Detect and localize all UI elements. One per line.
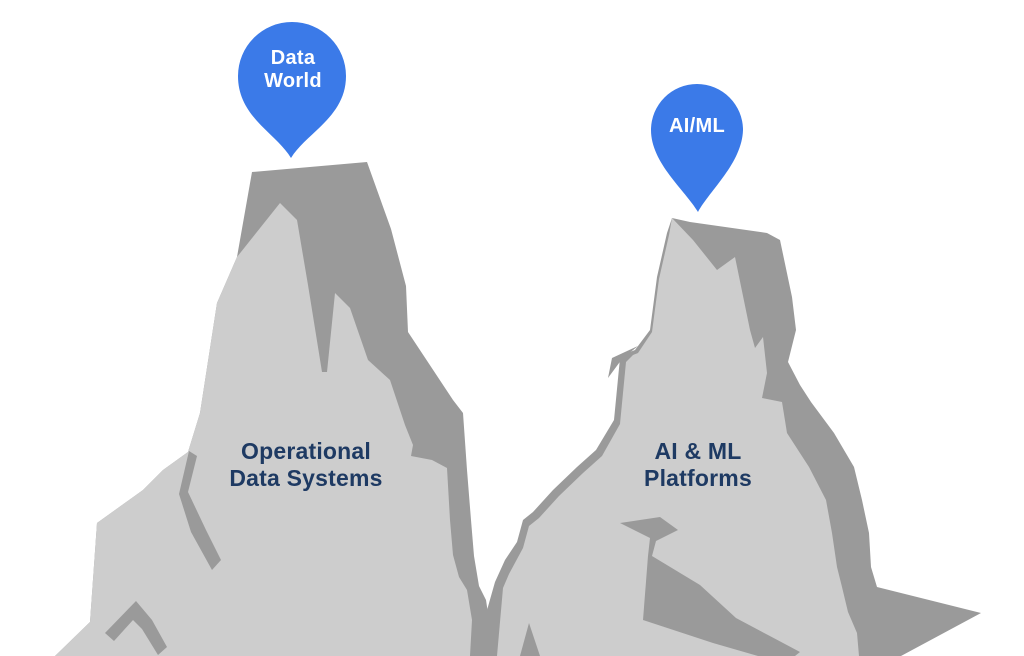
left-mountain-crack-upper xyxy=(179,451,221,570)
right-mountain-shoulder-crack xyxy=(608,346,638,378)
right-mountain-front-face xyxy=(497,218,859,656)
left-mountain-crack-lower xyxy=(105,601,167,655)
data-world-pin-shape xyxy=(238,22,346,158)
right-mountain-crack-spike xyxy=(520,623,540,656)
left-mountain-front-face xyxy=(55,203,472,656)
right-mountain-crack-lightning xyxy=(620,517,800,656)
ai-ml-pin-shape xyxy=(651,84,743,212)
